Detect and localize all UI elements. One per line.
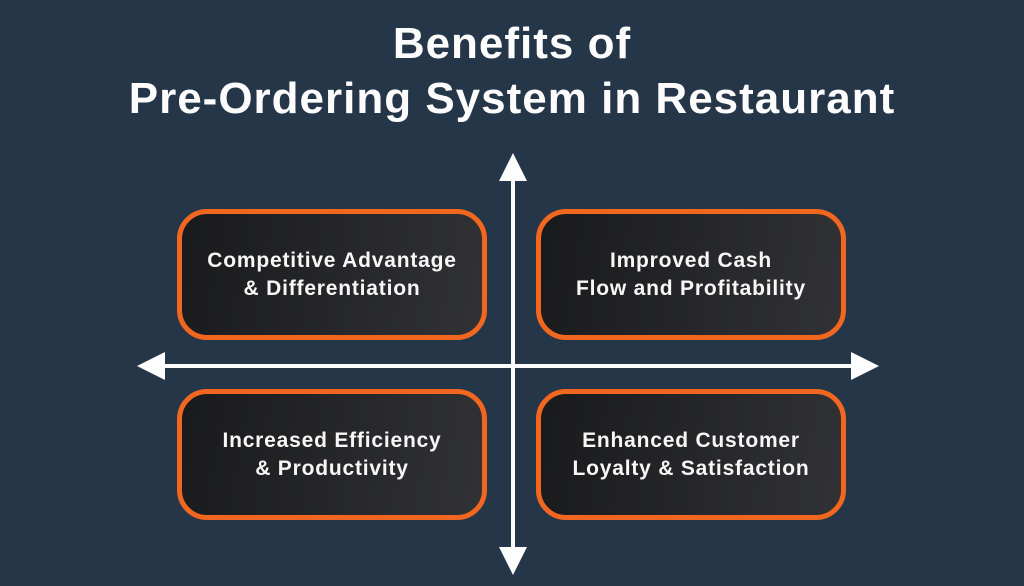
left-arrowhead-icon bbox=[137, 352, 165, 380]
benefit-box-label: Competitive Advantage & Differentiation bbox=[207, 248, 457, 300]
page-title: Benefits of Pre-Ordering System in Resta… bbox=[128, 19, 896, 124]
benefit-box-label: Improved Cash Flow and Profitability bbox=[576, 248, 806, 300]
up-arrowhead-icon bbox=[499, 153, 527, 181]
benefit-box-competitive-advantage: Competitive Advantage & Differentiation bbox=[177, 209, 487, 340]
benefit-box-customer-loyalty: Enhanced Customer Loyalty & Satisfaction bbox=[536, 389, 846, 520]
down-arrowhead-icon bbox=[499, 547, 527, 575]
right-arrowhead-icon bbox=[851, 352, 879, 380]
benefit-box-cash-flow: Improved Cash Flow and Profitability bbox=[536, 209, 846, 340]
benefit-box-label: Increased Efficiency & Productivity bbox=[222, 428, 442, 480]
benefit-box-label: Enhanced Customer Loyalty & Satisfaction bbox=[572, 428, 810, 480]
benefit-box-efficiency: Increased Efficiency & Productivity bbox=[177, 389, 487, 520]
